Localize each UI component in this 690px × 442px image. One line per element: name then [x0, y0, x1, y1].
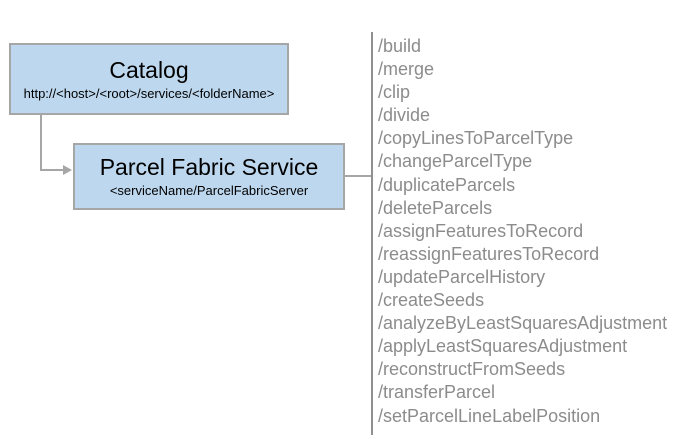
endpoint-item: /createSeeds	[378, 290, 485, 311]
endpoint-item: /assignFeaturesToRecord	[378, 220, 584, 241]
endpoint-item: /applyLeastSquaresAdjustment	[378, 336, 628, 357]
endpoint-item: /deleteParcels	[378, 197, 493, 218]
catalog-box: Catalog http://<host>/<root>/services/<f…	[9, 43, 289, 115]
catalog-box-title: Catalog	[109, 56, 189, 83]
catalog-box-url: http://<host>/<root>/services/<folderNam…	[23, 85, 275, 101]
endpoint-item: /updateParcelHistory	[378, 266, 546, 287]
endpoint-item: /merge	[378, 59, 435, 80]
endpoint-item: /duplicateParcels	[378, 174, 516, 195]
parcel-fabric-service-box: Parcel Fabric Service <serviceName/Parce…	[73, 143, 345, 210]
endpoint-item: /reconstructFromSeeds	[378, 359, 566, 380]
endpoint-item: /divide	[378, 105, 431, 126]
endpoint-item: /changeParcelType	[378, 151, 533, 172]
catalog-to-service-connector-vertical	[40, 115, 42, 171]
endpoints-divider-line	[371, 32, 373, 435]
endpoint-item: /setParcelLineLabelPosition	[378, 405, 601, 426]
endpoint-item: /analyzeByLeastSquaresAdjustment	[378, 313, 668, 334]
endpoint-item: /reassignFeaturesToRecord	[378, 243, 600, 264]
service-to-endpoints-connector	[345, 175, 372, 177]
arrow-right-icon	[63, 165, 72, 175]
endpoint-item: /transferParcel	[378, 382, 496, 403]
catalog-to-service-connector-horizontal	[40, 169, 64, 171]
endpoints-list: /build /merge /clip /divide /copyLinesTo…	[378, 35, 667, 428]
parcel-fabric-service-box-title: Parcel Fabric Service	[99, 154, 319, 180]
endpoint-item: /copyLinesToParcelType	[378, 128, 574, 149]
endpoint-item: /build	[378, 36, 422, 56]
parcel-fabric-service-box-url: <serviceName/ParcelFabricServer	[109, 183, 309, 198]
endpoint-item: /clip	[378, 82, 411, 103]
